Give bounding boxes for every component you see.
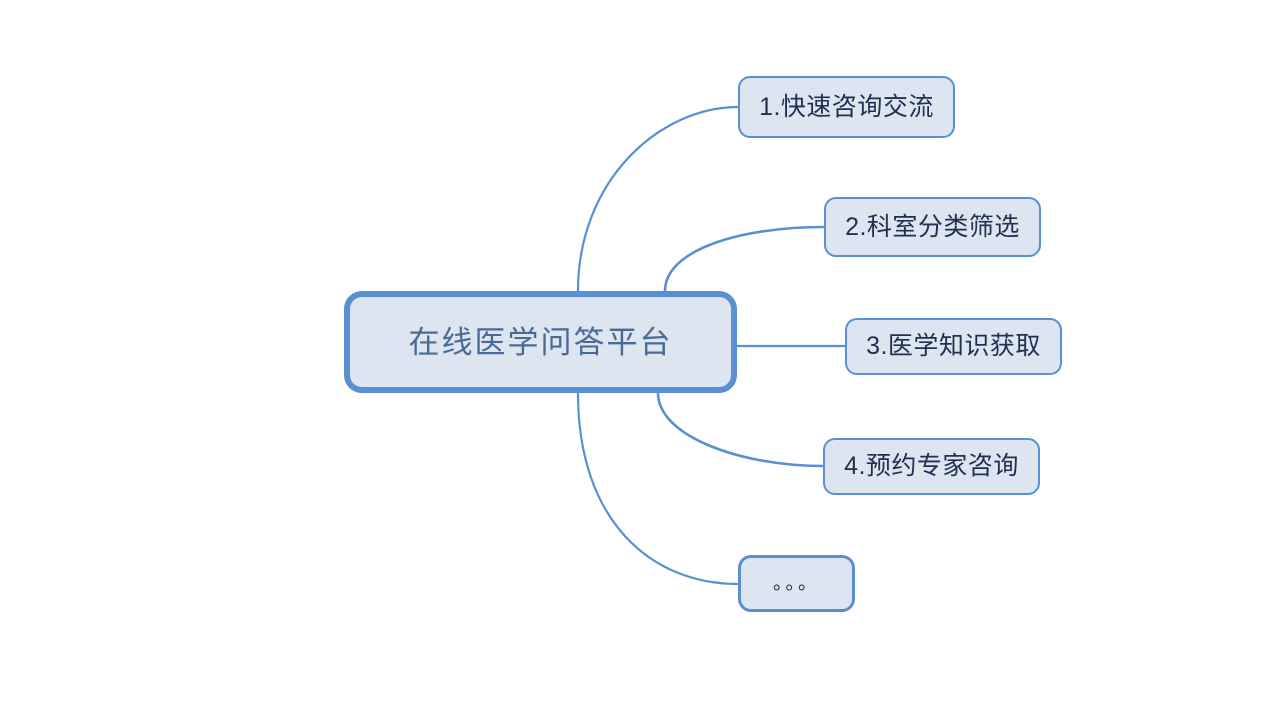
mindmap-branch-node-1[interactable]: 1.快速咨询交流 — [738, 76, 955, 138]
edge-root-to-branch-1 — [576, 105, 739, 292]
branch-node-1-label: 1.快速咨询交流 — [759, 92, 934, 121]
edge-root-to-branch-2 — [663, 225, 825, 292]
edge-root-to-branch-4 — [656, 392, 824, 468]
mindmap-root-node[interactable]: 在线医学问答平台 — [344, 291, 737, 393]
mindmap-branch-node-3[interactable]: 3.医学知识获取 — [845, 318, 1062, 375]
branch-node-2-label: 2.科室分类筛选 — [845, 212, 1020, 241]
branch-node-3-label: 3.医学知识获取 — [866, 332, 1041, 360]
root-node-label: 在线医学问答平台 — [408, 324, 673, 360]
branch-node-4-label: 4.预约专家咨询 — [844, 452, 1019, 480]
mindmap-branch-node-4[interactable]: 4.预约专家咨询 — [823, 438, 1040, 495]
mindmap-ellipsis-node[interactable]: 。。。 — [738, 555, 855, 612]
ellipsis-node-label: 。。。 — [772, 573, 820, 594]
edge-root-to-more — [576, 392, 739, 586]
mindmap-branch-node-2[interactable]: 2.科室分类筛选 — [824, 197, 1041, 257]
